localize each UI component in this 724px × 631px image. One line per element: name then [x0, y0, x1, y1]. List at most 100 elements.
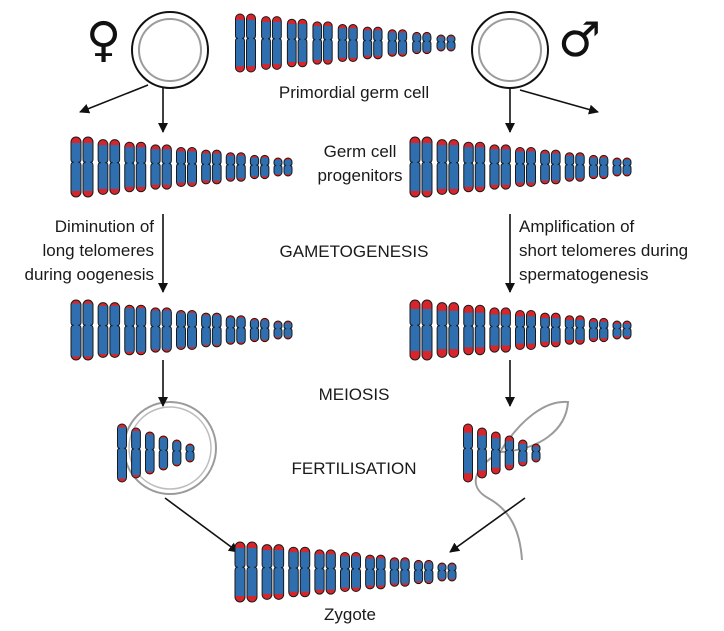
- chromosome: [176, 310, 186, 350]
- chromosome: [463, 304, 474, 356]
- chromosome: [413, 559, 424, 585]
- arrow: [519, 89, 599, 115]
- diminution-label-line3: during oogenesis: [24, 265, 154, 284]
- chromosome: [422, 31, 432, 55]
- chromosome: [150, 307, 161, 353]
- chromosome: [211, 312, 222, 348]
- chromosome: [477, 427, 487, 479]
- chromosome: [246, 541, 258, 603]
- chromosome: [236, 315, 246, 345]
- chromosome: [236, 152, 246, 182]
- chromosome: [588, 317, 599, 343]
- karyotype-primordial: [235, 13, 456, 73]
- chromosome: [351, 552, 361, 592]
- chromosome: [124, 141, 135, 193]
- chromosome: [185, 443, 195, 463]
- chromosome: [161, 307, 172, 353]
- chromosome: [526, 310, 536, 350]
- chromosome: [612, 157, 622, 177]
- gametogenesis-label: GAMETOGENESIS: [279, 242, 429, 261]
- chromosome: [540, 312, 550, 348]
- chromosome: [271, 16, 282, 70]
- chromosome: [575, 315, 585, 345]
- chromosome: [526, 147, 536, 187]
- karyotype-gametes-male: [409, 299, 632, 361]
- chromosome: [448, 139, 460, 195]
- chromosome: [82, 299, 94, 361]
- diminution-label-line1: Diminution of: [54, 217, 154, 236]
- chromosome: [463, 141, 474, 193]
- chromosome: [109, 139, 121, 195]
- chromosome: [70, 136, 82, 198]
- chromosome: [314, 549, 325, 595]
- chromosome: [474, 304, 486, 356]
- chromosome: [249, 154, 260, 180]
- chromosome: [297, 18, 308, 68]
- chromosome: [463, 423, 473, 483]
- chromosome: [436, 302, 448, 358]
- chromosome: [515, 310, 525, 350]
- chromosome: [550, 312, 561, 348]
- chromosome: [273, 157, 283, 177]
- chromosome: [273, 544, 285, 600]
- chromosome: [211, 149, 222, 185]
- chromosome: [288, 546, 299, 598]
- chromosome: [387, 29, 397, 57]
- chromosome: [201, 149, 211, 185]
- fertilisation-label: FERTILISATION: [291, 459, 417, 478]
- sperm-outline: [474, 400, 570, 561]
- chromosome: [161, 144, 172, 190]
- arrow: [79, 84, 149, 114]
- chromosome: [409, 299, 421, 361]
- chromosome: [500, 144, 511, 190]
- karyotype-egg: [117, 423, 195, 483]
- chromosome: [599, 154, 609, 180]
- chromosome: [491, 431, 501, 475]
- chromosome: [489, 307, 500, 353]
- chromosome: [70, 299, 82, 361]
- chromosome: [150, 144, 161, 190]
- karyotype-progenitors-female: [70, 136, 293, 198]
- chromosome: [246, 13, 256, 73]
- chromosome: [348, 24, 358, 62]
- chromosome: [325, 549, 336, 595]
- chromosome: [564, 315, 575, 345]
- chromosome: [337, 24, 348, 62]
- amplification-label-line1: Amplification of: [519, 217, 635, 236]
- chromosome: [412, 31, 422, 55]
- chromosome: [97, 139, 109, 195]
- chromosome: [225, 152, 236, 182]
- chromosome: [158, 435, 169, 471]
- chromosome: [172, 439, 182, 467]
- chromosome-sets: [70, 13, 632, 603]
- chromosome: [249, 317, 260, 343]
- chromosome: [518, 439, 528, 467]
- amplification-label-line3: spermatogenesis: [519, 265, 649, 284]
- karyotype-progenitors-male: [409, 136, 632, 198]
- chromosome: [474, 141, 486, 193]
- karyotype-gametes-female: [70, 299, 293, 361]
- karyotype-sperm: [463, 423, 541, 483]
- zygote-label: Zygote: [324, 605, 376, 624]
- chromosome: [612, 320, 622, 340]
- chromosome: [389, 557, 400, 587]
- chromosome: [421, 136, 433, 198]
- chromosome: [448, 302, 460, 358]
- chromosome: [515, 147, 525, 187]
- chromosome: [283, 157, 293, 177]
- progenitors-label-line2: progenitors: [317, 166, 403, 185]
- chromosome: [424, 559, 434, 585]
- chromosome: [82, 136, 94, 198]
- chromosome: [622, 157, 632, 177]
- chromosome: [260, 317, 270, 343]
- chromosome: [261, 16, 271, 70]
- chromosome: [135, 304, 147, 356]
- chromosome: [235, 13, 245, 73]
- chromosome: [550, 149, 561, 185]
- chromosome: [599, 317, 609, 343]
- chromosome: [540, 149, 550, 185]
- chromosome: [299, 546, 311, 598]
- chromosome: [273, 320, 283, 340]
- chromosome: [447, 562, 457, 582]
- chromosome: [504, 435, 515, 471]
